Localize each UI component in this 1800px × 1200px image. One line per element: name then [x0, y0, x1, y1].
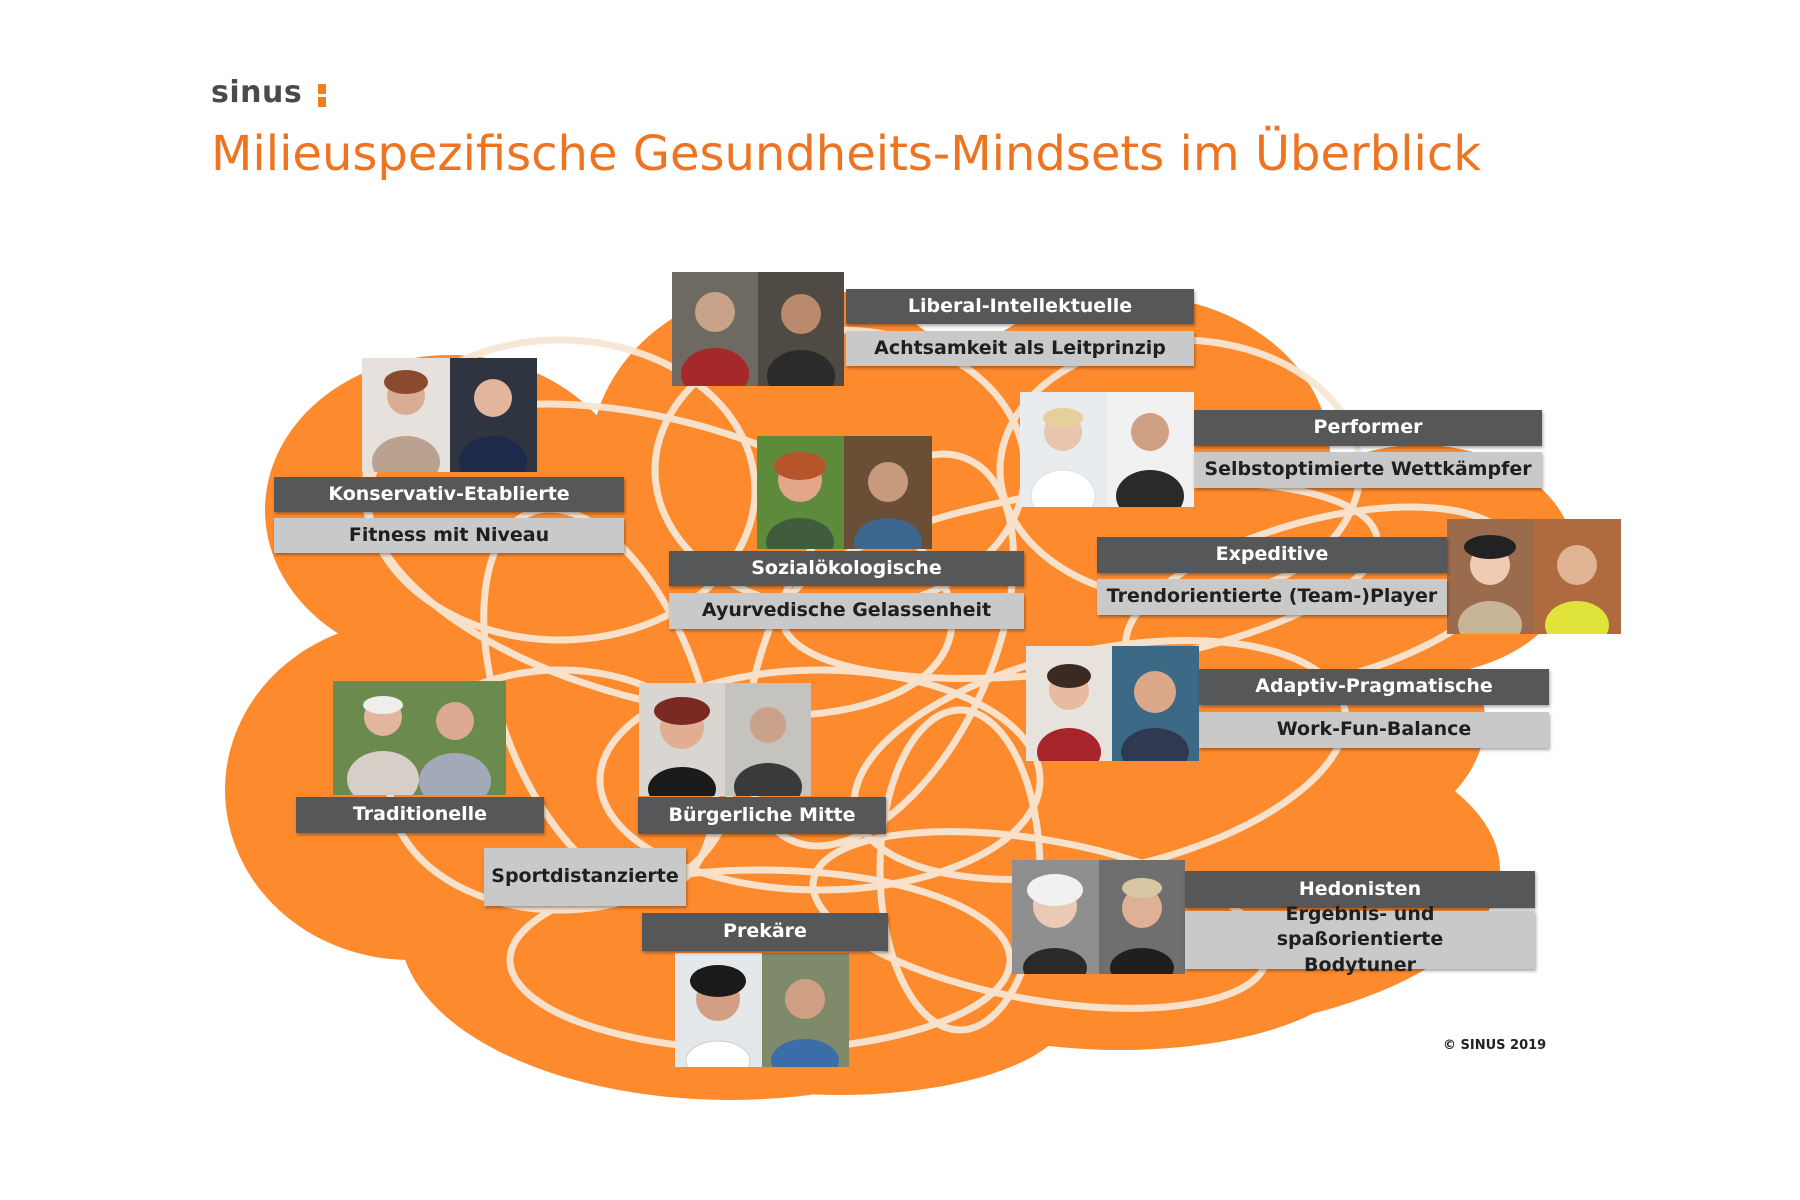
photo-hedonisten	[1012, 860, 1185, 974]
portrait-pair-icon	[675, 953, 849, 1067]
photo-performer	[1020, 392, 1194, 507]
label-adaptiv-pragmatische-name: Adaptiv-Pragmatische	[1199, 669, 1549, 705]
photo-expeditive	[1447, 519, 1621, 634]
label-performer-mindset: Selbstoptimierte Wettkämpfer	[1194, 452, 1542, 488]
label-traditionelle-name: Traditionelle	[296, 797, 544, 833]
label-hedonisten-name: Hedonisten	[1185, 871, 1535, 908]
label-prekaere-name: Prekäre	[642, 913, 888, 951]
sinus-logo: sinus	[211, 75, 303, 110]
label-sozialoekologische-name: Sozialökologische	[669, 551, 1024, 586]
label-adaptiv-pragmatische-mindset: Work-Fun-Balance	[1199, 712, 1549, 748]
photo-prekaere	[675, 953, 849, 1067]
photo-konservativ-etablierte	[362, 358, 537, 472]
label-expeditive-name: Expeditive	[1097, 537, 1447, 573]
logo-mark-icon	[318, 84, 326, 108]
photo-traditionelle	[333, 681, 506, 795]
portrait-pair-icon	[672, 272, 844, 386]
portrait-pair-icon	[1012, 860, 1185, 974]
label-traditionelle-mindset: Sportdistanzierte	[484, 848, 686, 906]
label-konservativ-etablierte-mindset: Fitness mit Niveau	[274, 518, 624, 553]
portrait-pair-icon	[333, 681, 506, 795]
label-sozialoekologische-mindset: Ayurvedische Gelassenheit	[669, 593, 1024, 629]
photo-adaptiv-pragmatische	[1026, 646, 1199, 761]
label-hedonisten-mindset: Ergebnis- und spaßorientierte Bodytuner	[1185, 903, 1535, 976]
portrait-pair-icon	[1026, 646, 1199, 761]
portrait-pair-icon	[1020, 392, 1194, 507]
label-buergerliche-mitte-name: Bürgerliche Mitte	[638, 797, 886, 834]
label-konservativ-etablierte-name: Konservativ-Etablierte	[274, 477, 624, 512]
portrait-pair-icon	[1447, 519, 1621, 634]
copyright-notice: © SINUS 2019	[1443, 1038, 1547, 1053]
label-liberal-intellektuelle-mindset: Achtsamkeit als Leitprinzip	[846, 331, 1194, 366]
photo-buergerliche-mitte	[639, 683, 811, 796]
label-performer-name: Performer	[1194, 410, 1542, 446]
label-liberal-intellektuelle-name: Liberal-Intellektuelle	[846, 289, 1194, 324]
photo-liberal-intellektuelle	[672, 272, 844, 386]
label-expeditive-mindset: Trendorientierte (Team-)Player	[1097, 579, 1447, 615]
portrait-pair-icon	[757, 436, 932, 549]
page-title: Milieuspezifische Gesundheits-Mindsets i…	[211, 126, 1482, 182]
photo-sozialoekologische	[757, 436, 932, 549]
portrait-pair-icon	[639, 683, 811, 796]
portrait-pair-icon	[362, 358, 537, 472]
